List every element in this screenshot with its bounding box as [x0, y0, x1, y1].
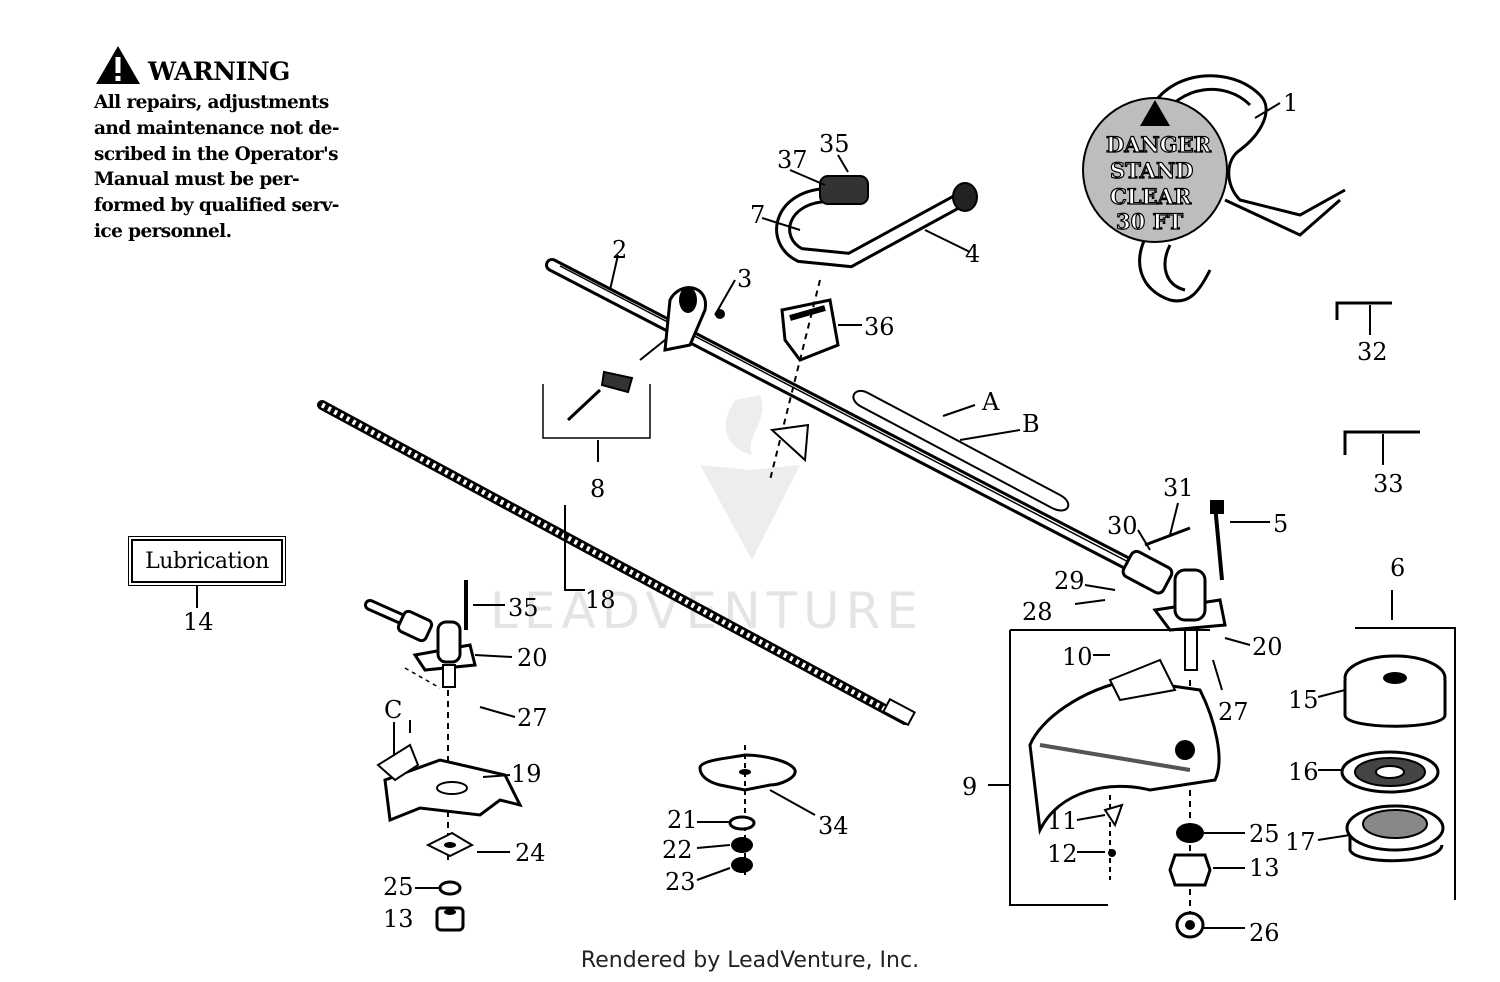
part-adapter	[698, 745, 797, 875]
danger-label: DANGER STAND CLEAR 30 FT	[1082, 97, 1228, 243]
callout-label: 27	[1218, 698, 1249, 726]
callout-label: 12	[1047, 840, 1078, 868]
part-gear-head-right	[1121, 500, 1227, 935]
callout-label: 5	[1273, 510, 1288, 538]
callout-label: 34	[818, 812, 849, 840]
watermark-flame-icon	[725, 395, 763, 455]
callout-label: 26	[1249, 919, 1280, 947]
part-guard-right	[1009, 629, 1221, 906]
warning-title: WARNING	[148, 57, 290, 86]
callout-label: C	[384, 696, 402, 724]
danger-line: DANGER	[1106, 132, 1212, 157]
callout-label: 31	[1163, 474, 1194, 502]
callout-label: 6	[1390, 554, 1405, 582]
callout-label: 35	[508, 594, 539, 622]
warning-triangle-icon	[96, 46, 140, 84]
callout-label: 15	[1288, 686, 1319, 714]
warning-line: All repairs, adjustments	[94, 92, 329, 113]
callout-label: A	[981, 388, 1000, 416]
part-trimmer-head	[1340, 627, 1456, 900]
callout-label: 11	[1047, 807, 1078, 835]
part-fasteners-left	[425, 831, 475, 932]
callout-label: 9	[962, 773, 977, 801]
footer-credit: Rendered by LeadVenture, Inc.	[580, 948, 920, 973]
warning-line: ice personnel.	[94, 220, 232, 242]
callout-label: 29	[1054, 567, 1085, 595]
callout-label: 18	[585, 586, 616, 614]
part-decal	[852, 389, 1070, 512]
callout-label: 32	[1357, 338, 1388, 366]
part-guard-left	[376, 743, 523, 823]
callout-label: 37	[777, 146, 808, 174]
part-shaft	[545, 258, 1147, 577]
warning-line: and maintenance not de-	[94, 117, 340, 139]
part-clamp	[769, 279, 840, 481]
callout-label: 7	[750, 201, 765, 229]
callout-label: 20	[1252, 633, 1283, 661]
callout-label: 35	[819, 130, 850, 158]
lubrication-box: Lubrication	[128, 536, 286, 586]
callout-label: 25	[1249, 820, 1280, 848]
warning-header: WARNING	[94, 40, 399, 86]
part-hex-keys	[1335, 301, 1420, 455]
callout-label: 25	[383, 873, 414, 901]
callout-label: 19	[511, 760, 542, 788]
callout-label: 4	[965, 240, 980, 268]
part-gear-head-left	[364, 580, 477, 860]
callout-label: 27	[517, 704, 548, 732]
warning-line: Manual must be per-	[94, 169, 300, 191]
part-harness	[1138, 74, 1346, 303]
warning-block: WARNING All repairs, adjustments and mai…	[94, 40, 399, 245]
callout-label: B	[1022, 410, 1040, 438]
callout-label: 24	[515, 839, 546, 867]
danger-line: 30 FT	[1116, 209, 1183, 234]
callout-label: 8	[590, 475, 605, 503]
callout-label: 16	[1288, 758, 1319, 786]
callout-label: 28	[1022, 598, 1053, 626]
part-fasteners-right	[1168, 823, 1212, 939]
leader-lines	[196, 102, 1393, 929]
warning-line: scribed in the Operator's	[94, 143, 339, 165]
callout-label: 36	[864, 313, 895, 341]
callout-label: 30	[1107, 512, 1138, 540]
callout-label: 33	[1373, 470, 1404, 498]
callout-label: 17	[1285, 828, 1316, 856]
watermark-logo-icon	[700, 465, 800, 560]
callout-labels: 1 2 3 4 5 6 7 8 9 10 11 12 13 14 15 16 1…	[183, 89, 1405, 947]
callout-label: 22	[662, 836, 693, 864]
callout-label: 13	[1249, 854, 1280, 882]
callout-label: 10	[1062, 643, 1093, 671]
danger-line: CLEAR	[1110, 184, 1192, 209]
warning-text: All repairs, adjustments and maintenance…	[94, 90, 399, 245]
callout-label: 23	[665, 868, 696, 896]
callout-label: 14	[183, 608, 214, 636]
part-drive-cable	[317, 400, 916, 727]
callout-label: 1	[1283, 89, 1298, 117]
part-bracket	[542, 286, 725, 439]
danger-line: STAND	[1110, 158, 1193, 183]
warning-line: formed by qualified serv-	[94, 195, 339, 217]
callout-label: 2	[612, 236, 627, 264]
callout-label: 21	[667, 806, 698, 834]
callout-label: 3	[737, 265, 752, 293]
part-handle	[775, 175, 978, 269]
callout-label: 13	[383, 905, 414, 933]
callout-label: 20	[517, 644, 548, 672]
